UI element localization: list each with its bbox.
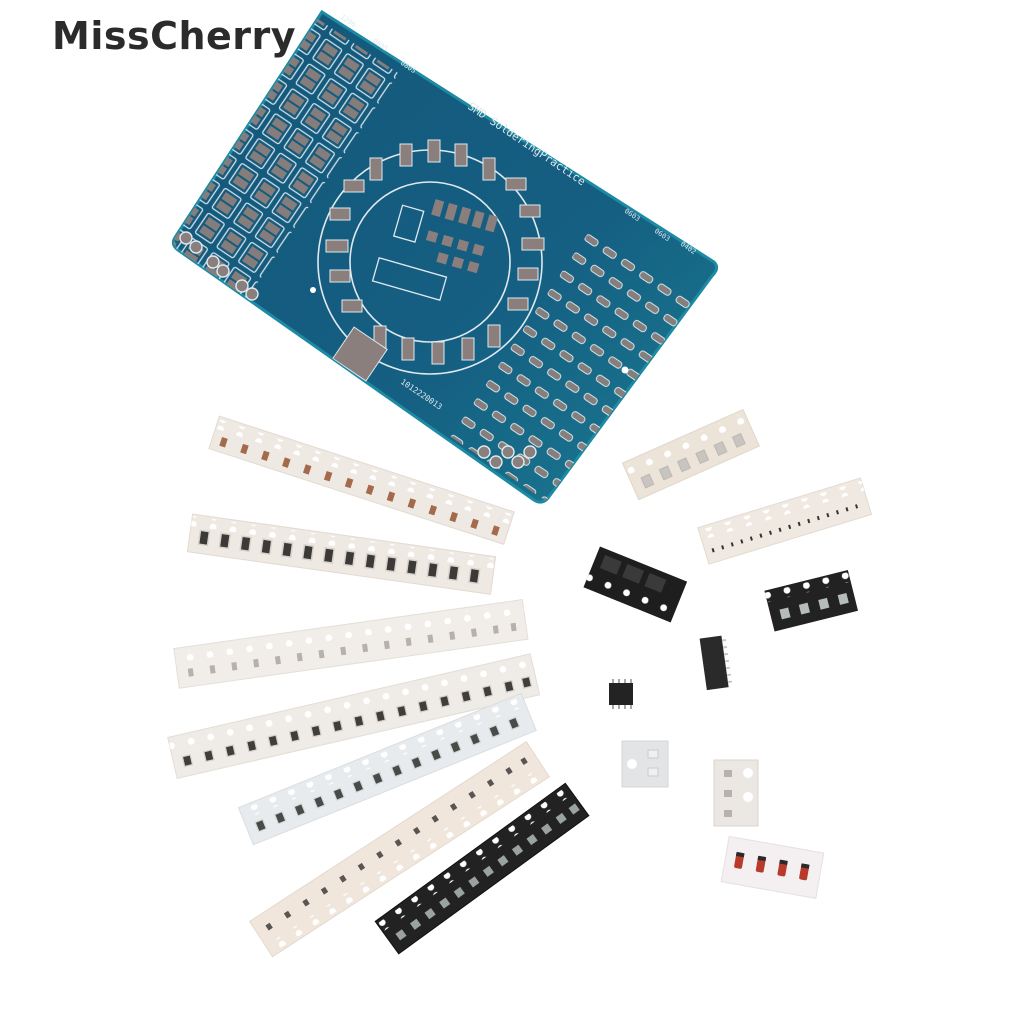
tape-sot23-black bbox=[583, 546, 688, 623]
tape-0603-resistor bbox=[248, 740, 550, 958]
ic-sop8 bbox=[609, 679, 633, 709]
tape-small-white-2 bbox=[621, 740, 669, 788]
ic-sop16 bbox=[699, 635, 733, 691]
tape-led-black-4 bbox=[764, 569, 859, 632]
tape-0603-capacitor bbox=[173, 599, 529, 689]
pcb-board: SMD SolderingPractice 1012220013 1206 08… bbox=[171, 9, 719, 504]
tape-red-diodes bbox=[720, 835, 825, 899]
tape-0805-resistor bbox=[167, 653, 541, 780]
tape-0402 bbox=[697, 477, 873, 565]
tape-led-black bbox=[374, 782, 590, 955]
watermark-logo: MissCherry bbox=[52, 14, 297, 58]
tape-1206-resistor bbox=[186, 513, 497, 595]
ring-pads bbox=[325, 139, 545, 365]
tape-small-white-3 bbox=[713, 759, 759, 827]
tape-0805-resistor-clear bbox=[237, 692, 537, 846]
tape-small-cap-6 bbox=[621, 408, 761, 501]
tape-1206-capacitor bbox=[208, 415, 515, 545]
